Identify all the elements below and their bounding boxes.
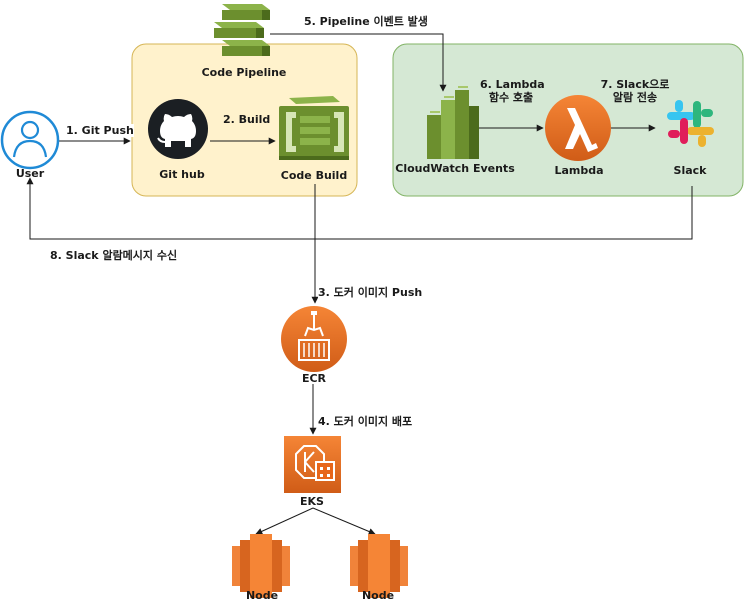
github-icon bbox=[148, 99, 208, 159]
edge-pipeline-event bbox=[270, 33, 447, 92]
cloudwatch-events-label: CloudWatch Events bbox=[395, 162, 515, 175]
code-pipeline-label: Code Pipeline bbox=[201, 66, 287, 79]
eks-icon bbox=[284, 436, 341, 493]
edge-label-lambda-call-line1: 6. Lambda bbox=[480, 78, 545, 91]
edge-eks-node-left bbox=[255, 507, 314, 535]
edge-label-build: 2. Build bbox=[223, 113, 271, 126]
user-label: User bbox=[15, 167, 45, 180]
code-build-icon bbox=[279, 96, 349, 160]
edge-label-deploy: 4. 도커 이미지 배포 bbox=[318, 415, 413, 428]
git-hub-label: Git hub bbox=[159, 168, 205, 181]
edge-label-slack-send-line1: 7. Slack으로 bbox=[600, 78, 670, 91]
slack-icon bbox=[667, 100, 714, 147]
code-pipeline-icon bbox=[214, 4, 270, 56]
edge-label-slack-send-line2: 알람 전송 bbox=[612, 91, 658, 104]
node-left-label: Node bbox=[245, 589, 279, 602]
slack-label: Slack bbox=[673, 164, 707, 177]
node-right-icon bbox=[350, 534, 408, 598]
user-icon bbox=[0, 110, 60, 170]
node-right-label: Node bbox=[361, 589, 395, 602]
lambda-icon bbox=[545, 95, 611, 161]
edge-slack-receive bbox=[26, 177, 693, 240]
edge-label-pipeline-event: 5. Pipeline 이벤트 발생 bbox=[304, 15, 428, 28]
eks-label: EKS bbox=[300, 495, 324, 508]
edge-label-docker-push: 3. 도커 이미지 Push bbox=[318, 286, 423, 299]
node-left-icon bbox=[232, 534, 290, 598]
edge-label-slack-send: 7. Slack으로 알람 전송 bbox=[597, 78, 673, 104]
ecr-label: ECR bbox=[301, 372, 327, 385]
edge-label-lambda-call: 6. Lambda 함수 호출 bbox=[480, 78, 545, 104]
edge-label-lambda-call-line2: 함수 호출 bbox=[488, 91, 534, 104]
code-build-label: Code Build bbox=[280, 169, 348, 182]
ecr-icon bbox=[281, 306, 347, 372]
edge-label-git-push: 1. Git Push bbox=[66, 124, 134, 137]
cloudwatch-events-icon bbox=[427, 86, 479, 159]
lambda-label: Lambda bbox=[554, 164, 604, 177]
edge-label-slack-receive: 8. Slack 알람메시지 수신 bbox=[50, 249, 178, 262]
edge-eks-node-right bbox=[312, 507, 376, 535]
